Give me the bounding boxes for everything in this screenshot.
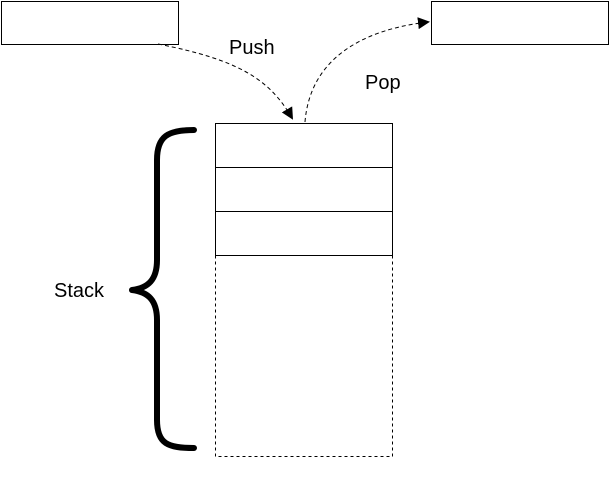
pop-arrow: [304, 17, 430, 123]
stack-cell-3: [215, 211, 393, 256]
push-arrow: [157, 43, 294, 120]
stack-empty-region: [215, 255, 393, 457]
push-label: Push: [229, 37, 275, 59]
pop-label: Pop: [365, 72, 401, 94]
stack-cell-1: [215, 123, 393, 168]
stack-cell-2: [215, 167, 393, 212]
push-source-box: [1, 1, 179, 45]
pop-destination-box: [431, 1, 609, 45]
stack-curly-brace: [129, 127, 197, 451]
stack-label: Stack: [54, 280, 105, 302]
